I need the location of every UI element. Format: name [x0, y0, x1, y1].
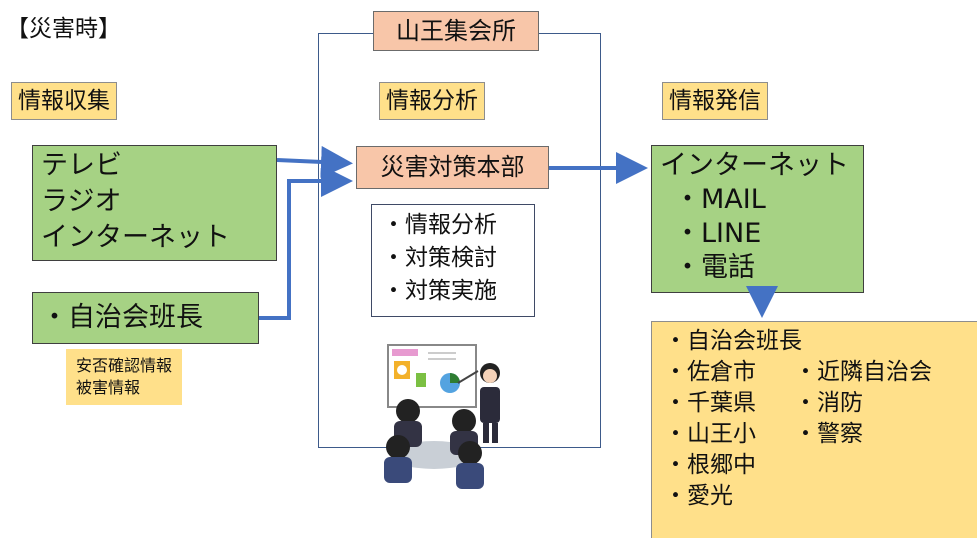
channel-item: ・電話 — [674, 252, 755, 283]
channel-item: ・MAIL — [674, 184, 766, 215]
recipient-item: ・千葉県 — [664, 390, 756, 416]
recipients-left-column: ・自治会班長 ・佐倉市 ・千葉県 ・山王小 ・根郷中 ・愛光 — [664, 326, 802, 512]
recipient-item: ・近隣自治会 — [794, 359, 932, 385]
info-types-note: 安否確認情報 被害情報 — [66, 349, 183, 405]
page-title: 【災害時】 — [6, 16, 121, 42]
media-item: ラジオ — [41, 186, 122, 217]
media-item: テレビ — [41, 150, 122, 181]
note-line: 安否確認情報 — [76, 356, 173, 375]
recipient-item: ・愛光 — [664, 483, 733, 509]
dissemination-label: 情報発信 — [662, 82, 768, 120]
note-line: 被害情報 — [76, 378, 141, 397]
recipients-right-column: ・近隣自治会 ・消防 ・警察 — [794, 326, 932, 512]
tasks-box: ・情報分析 ・対策検討 ・対策実施 — [371, 204, 535, 317]
channel-item: ・LINE — [674, 218, 762, 249]
arrow-media-to-hq — [276, 145, 353, 178]
recipient-item: ・山王小 — [664, 421, 756, 447]
recipient-item: ・佐倉市 — [664, 359, 756, 385]
task-item: ・対策検討 — [382, 245, 497, 271]
channels-box: インターネット ・MAIL ・LINE ・電話 — [651, 145, 864, 293]
media-item: インターネット — [41, 222, 230, 253]
recipients-box: ・自治会班長 ・佐倉市 ・千葉県 ・山王小 ・根郷中 ・愛光 ・近隣自治会 ・消… — [651, 321, 977, 538]
analysis-label: 情報分析 — [379, 82, 485, 120]
recipient-item: ・自治会班長 — [664, 328, 802, 354]
arrow-leader-to-hq — [259, 165, 353, 320]
leader-box: ・自治会班長 — [32, 292, 259, 344]
channel-item: インターネット — [660, 150, 849, 181]
collection-label: 情報収集 — [11, 82, 117, 120]
hq-box: 災害対策本部 — [356, 146, 549, 189]
task-item: ・対策実施 — [382, 278, 497, 304]
recipient-item: ・根郷中 — [664, 452, 756, 478]
meeting-illustration — [384, 344, 500, 489]
recipient-item: ・消防 — [794, 390, 863, 416]
recipient-item: ・警察 — [794, 421, 863, 447]
task-item: ・情報分析 — [382, 212, 497, 238]
media-sources-box: テレビ ラジオ インターネット — [32, 145, 277, 261]
venue-label: 山王集会所 — [373, 11, 539, 51]
